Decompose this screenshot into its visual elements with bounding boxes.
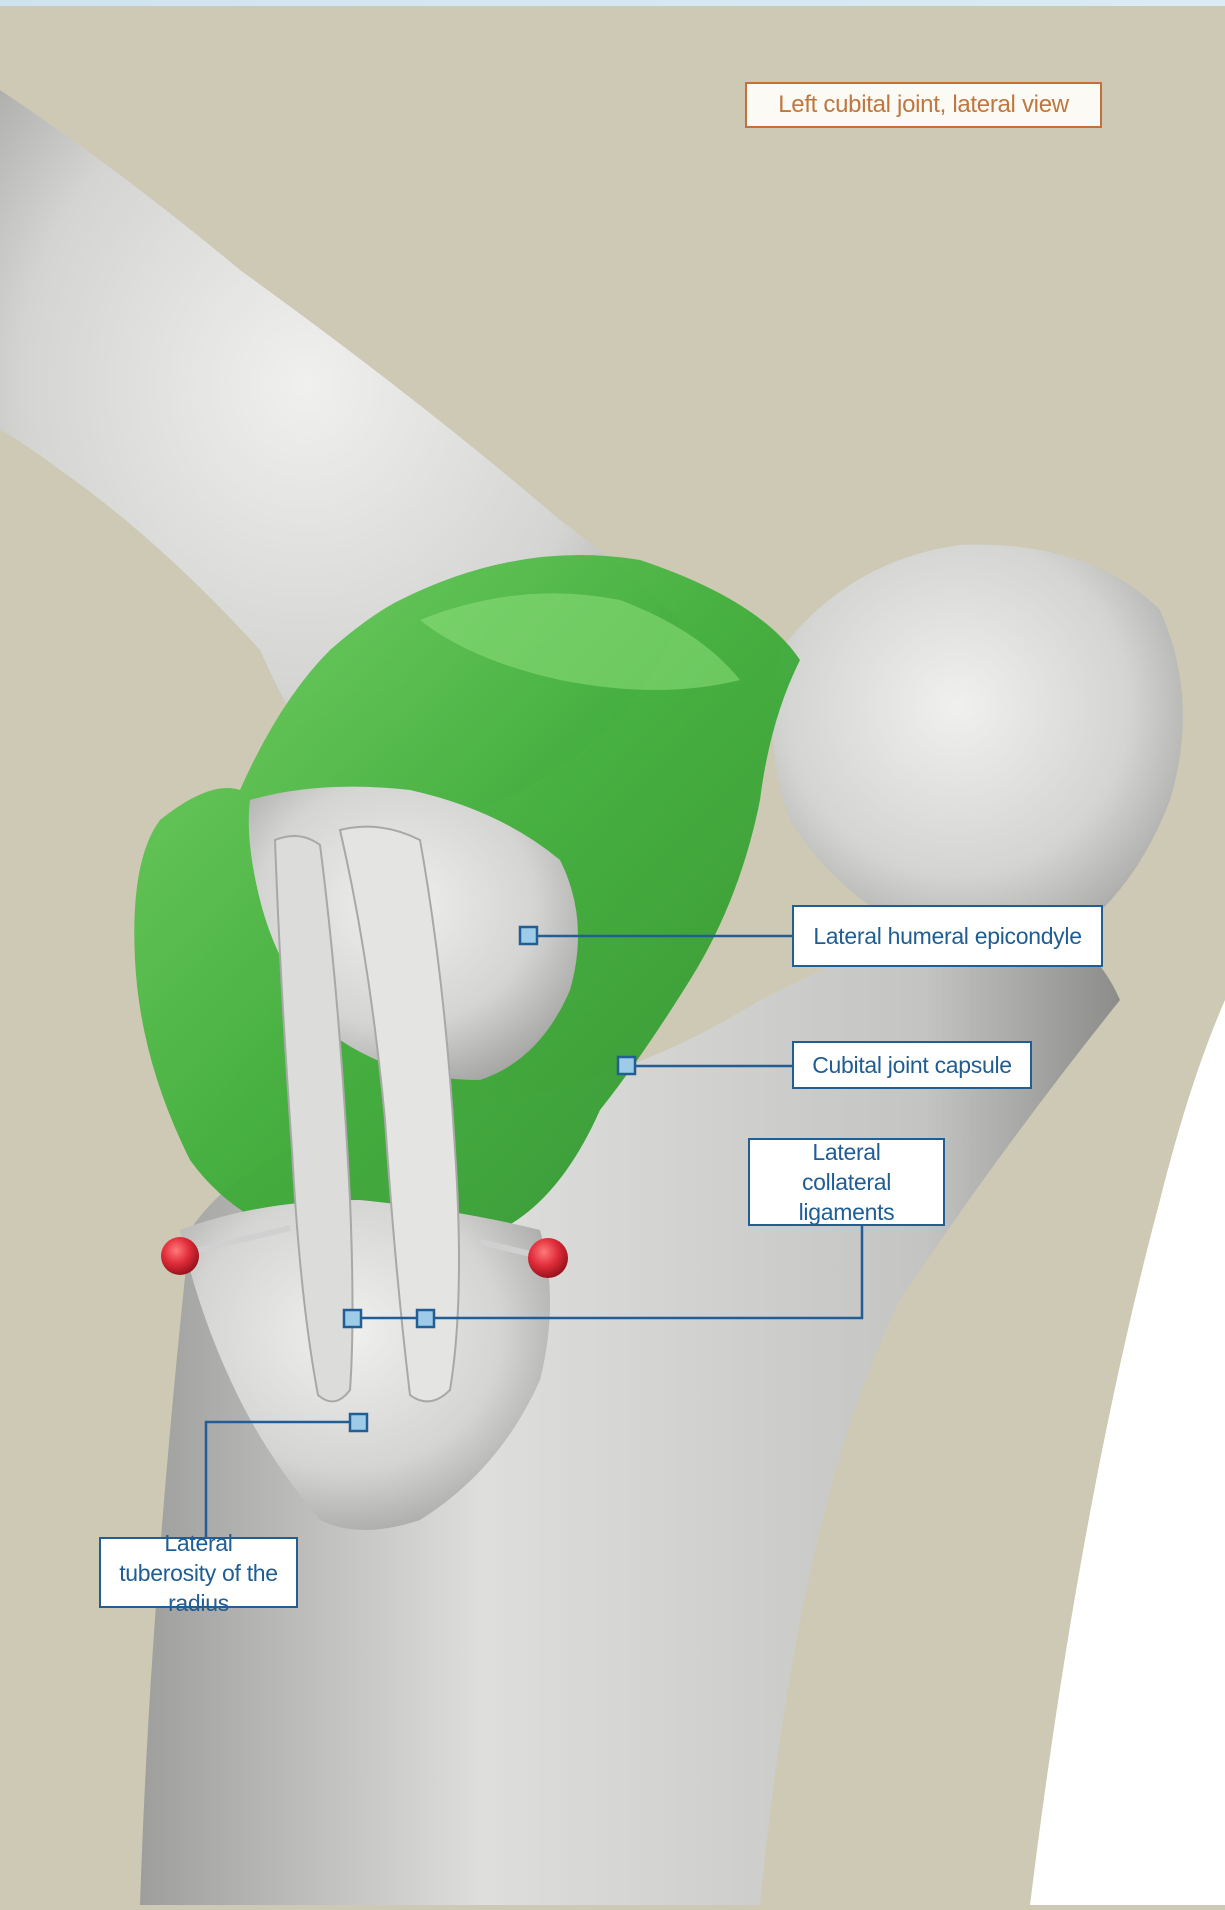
view-title: Left cubital joint, lateral view [745,82,1102,128]
endpoint-epicondyle [520,927,537,944]
label-lateral-tuberosity-radius: Lateral tuberosity of the radius [99,1537,298,1608]
endpoint-ligament-2 [417,1310,434,1327]
label-lateral-collateral-ligaments: Lateral collateral ligaments [748,1138,945,1226]
endpoint-tuberosity [350,1414,367,1431]
top-accent-bar [0,0,1225,6]
ligament-marker-left [161,1237,199,1275]
ligament-marker-right [528,1238,568,1278]
endpoint-capsule [618,1057,635,1074]
label-cubital-joint-capsule: Cubital joint capsule [792,1041,1032,1089]
endpoint-ligament-1 [344,1310,361,1327]
olecranon [772,545,1183,948]
background-white-region [1030,1000,1225,1905]
label-lateral-humeral-epicondyle: Lateral humeral epicondyle [792,905,1103,967]
